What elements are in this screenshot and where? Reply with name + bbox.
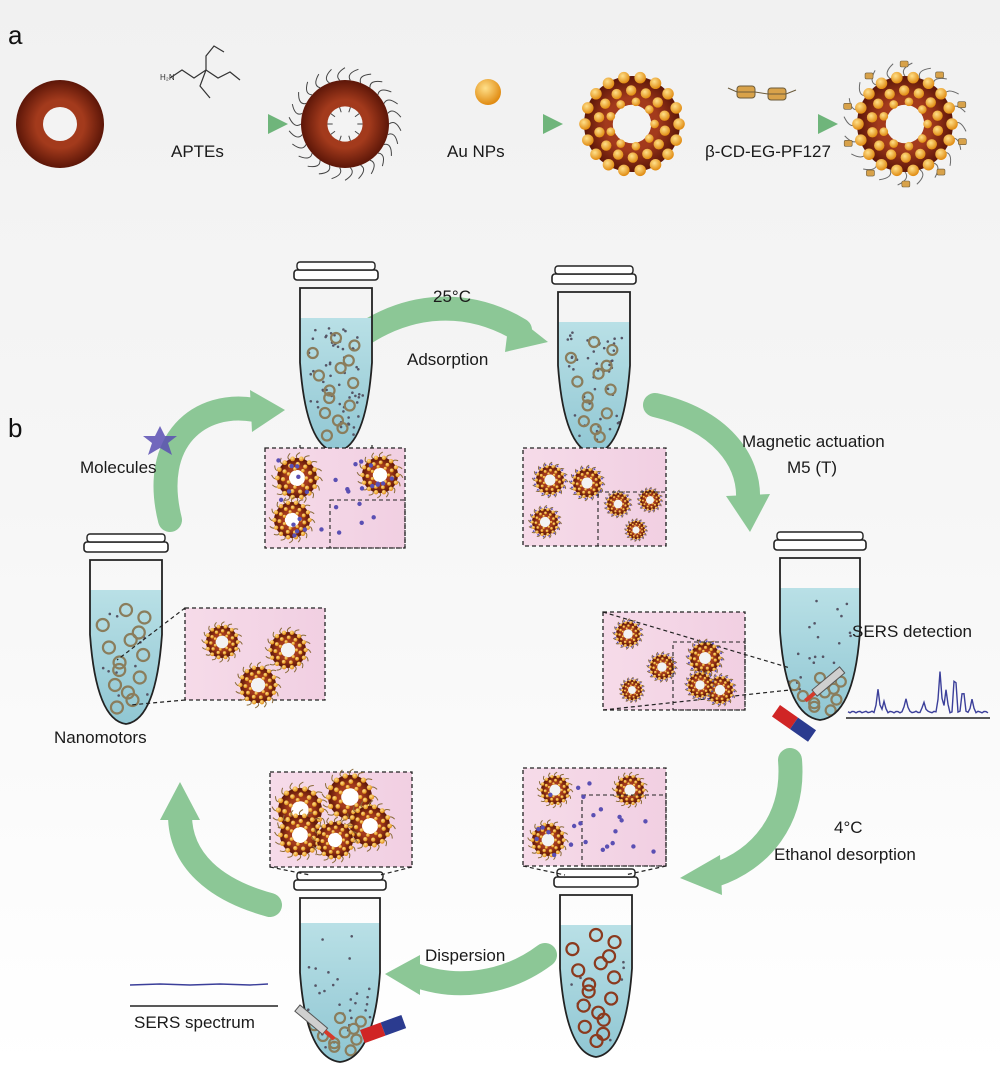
arrow-return (180, 815, 270, 905)
au-particle (579, 72, 685, 176)
label-au-nps: Au NPs (447, 142, 505, 162)
polymer-icon (728, 86, 796, 100)
label-temp-adsorb: 25°C (433, 287, 471, 307)
label-temp-desorb: 4°C (834, 818, 863, 838)
au-nanoparticle-icon (475, 79, 501, 105)
arrow-magnetic (655, 405, 748, 500)
arrow-adsorption (355, 309, 520, 340)
panel-b-artwork (84, 262, 990, 1069)
sers-flat-spectrum (130, 984, 278, 1006)
sers-detection-spectrum (846, 672, 990, 719)
label-sers-detection: SERS detection (852, 622, 972, 642)
label-ethanol-desorption: Ethanol desorption (774, 845, 916, 865)
aptes-structure-icon: H₂N (160, 46, 240, 98)
label-adsorption: Adsorption (407, 350, 488, 370)
label-dispersion: Dispersion (425, 946, 505, 966)
final-nanomotor (844, 61, 967, 187)
panel-a-artwork: H₂N (16, 46, 966, 187)
svg-text:H₂N: H₂N (160, 73, 175, 82)
label-nanomotors: Nanomotors (54, 728, 147, 748)
arrow-molecules (166, 408, 255, 520)
label-sers-spectrum: SERS spectrum (134, 1013, 255, 1033)
panel-b-letter: b (8, 413, 22, 444)
label-aptes: APTEs (171, 142, 224, 162)
label-m5: M5 (T) (787, 458, 837, 478)
label-polymer: β-CD-EG-PF127 (705, 142, 831, 162)
aptes-particle (289, 68, 401, 181)
label-molecules: Molecules (80, 458, 157, 478)
panel-a-letter: a (8, 20, 22, 51)
label-magnetic-actuation: Magnetic actuation (742, 432, 885, 452)
